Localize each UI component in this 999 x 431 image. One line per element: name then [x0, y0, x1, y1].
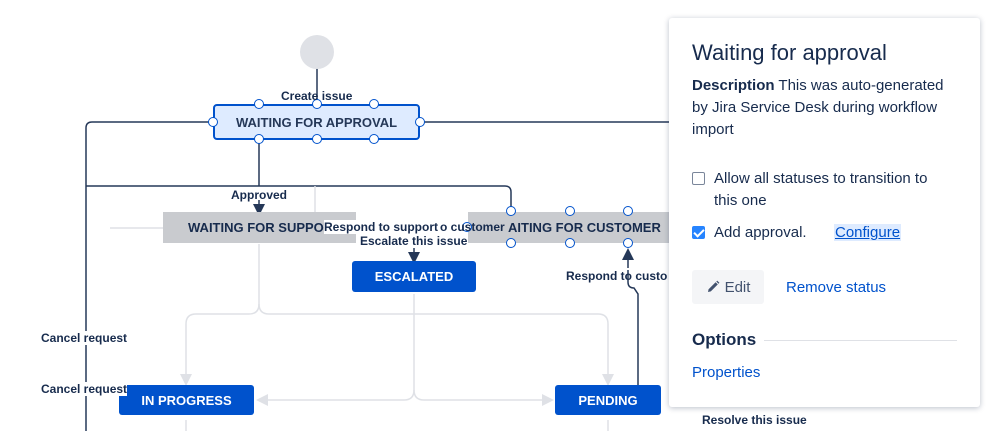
connection-handle[interactable] [415, 117, 425, 127]
options-divider [764, 340, 957, 341]
edit-button[interactable]: Edit [692, 270, 764, 304]
add-approval-checkbox[interactable] [692, 226, 705, 239]
transition-create-issue[interactable]: Create issue [281, 89, 353, 103]
remove-status-link[interactable]: Remove status [786, 279, 887, 296]
configure-link[interactable]: Configure [834, 224, 902, 241]
status-escalated[interactable]: ESCALATED [352, 261, 476, 292]
transition-resolve-this-issue[interactable]: Resolve this issue [702, 413, 807, 427]
status-label: ESCALATED [374, 269, 454, 284]
connectors-dark [85, 68, 669, 431]
connection-handle[interactable] [565, 206, 575, 216]
panel-description: Description This was auto-generated by J… [692, 75, 947, 141]
edit-button-label: Edit [724, 278, 751, 296]
options-heading: Options [692, 330, 757, 349]
start-node[interactable] [300, 35, 334, 69]
status-label: WAITING FOR SUPPOR [188, 220, 334, 235]
allow-all-statuses-checkbox[interactable] [692, 172, 705, 185]
connection-handle[interactable] [565, 238, 575, 248]
description-label: Description [692, 77, 775, 94]
status-waiting-for-customer[interactable]: AITING FOR CUSTOMER [468, 212, 669, 243]
connection-handle[interactable] [623, 238, 633, 248]
connection-handle[interactable] [312, 99, 322, 109]
connection-handle[interactable] [369, 134, 379, 144]
connection-handle[interactable] [506, 206, 516, 216]
loop-line [86, 185, 512, 212]
connection-handle[interactable] [462, 222, 472, 232]
connection-handle[interactable] [254, 99, 264, 109]
status-label: IN PROGRESS [141, 392, 232, 408]
support-to-progress [180, 244, 260, 386]
properties-link[interactable]: Properties [692, 364, 761, 381]
connection-handle[interactable] [312, 134, 322, 144]
pencil-icon [707, 280, 719, 292]
support-to-pending [258, 303, 614, 386]
panel-title: Waiting for approval [692, 40, 887, 65]
add-approval-label: Add approval. [714, 224, 807, 241]
cancel-request-line-left [85, 121, 214, 431]
transition-respond-to-customer[interactable]: Respond to custo [566, 269, 668, 283]
status-label: PENDING [578, 392, 638, 408]
connection-handle[interactable] [506, 238, 516, 248]
respond-line [627, 270, 639, 386]
connection-handle[interactable] [254, 134, 264, 144]
transition-cancel-request[interactable]: Cancel request [41, 382, 128, 396]
allow-all-statuses-label: Allow all statuses to transition to this… [714, 170, 928, 209]
status-details-panel: Waiting for approval Description This wa… [669, 18, 980, 407]
add-approval-row[interactable]: Add approval. [692, 222, 807, 244]
escalated-to-progress [256, 294, 415, 406]
transition-escalate-this-issue[interactable]: Escalate this issue [360, 234, 468, 248]
status-in-progress[interactable]: IN PROGRESS [119, 385, 254, 415]
connection-handle[interactable] [623, 206, 633, 216]
allow-all-statuses-row[interactable]: Allow all statuses to transition to this… [692, 168, 934, 212]
connection-handle[interactable] [208, 117, 218, 127]
escalated-to-pending [413, 389, 554, 406]
transition-respond-to-customer-fragment[interactable]: o customer [440, 220, 505, 234]
transition-cancel-request[interactable]: Cancel request [41, 331, 128, 345]
status-label: AITING FOR CUSTOMER [508, 220, 661, 235]
connection-handle[interactable] [369, 99, 379, 109]
status-label: WAITING FOR APPROVAL [235, 114, 398, 130]
description-text: This was auto-generated by Jira Service … [692, 77, 944, 138]
status-waiting-for-support[interactable]: WAITING FOR SUPPOR [163, 212, 356, 243]
transition-approved[interactable]: Approved [231, 188, 288, 202]
status-pending[interactable]: PENDING [555, 385, 661, 415]
transition-respond-to-support[interactable]: Respond to support [324, 220, 438, 234]
